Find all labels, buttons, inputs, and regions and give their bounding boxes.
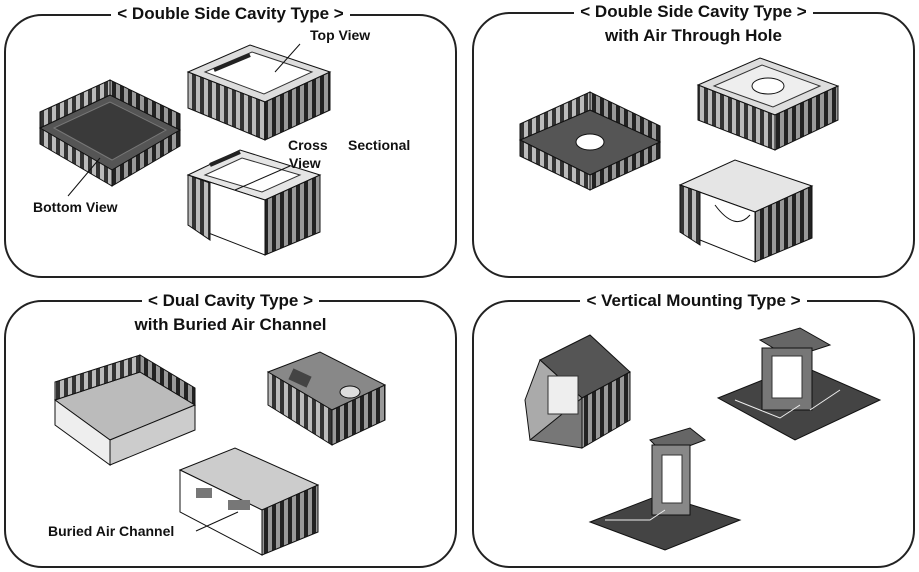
top-view-package [186, 43, 332, 141]
panel-title: < Double Side Cavity Type > [474, 2, 913, 22]
vertical-mount-left [524, 334, 631, 449]
label-bottom-view: Bottom View [33, 199, 118, 215]
cross-section-package [186, 149, 322, 256]
dual-cavity-top-package [266, 351, 387, 446]
label-top-view: Top View [310, 27, 371, 43]
panel-title: < Dual Cavity Type > [6, 291, 455, 311]
dual-cavity-cross-section [178, 447, 320, 556]
bottom-view-package [38, 79, 182, 197]
label-view: View [289, 155, 321, 171]
label-cross: Cross [288, 137, 328, 153]
panel-title: < Vertical Mounting Type > [474, 291, 913, 311]
panel-double-side-cavity-air-hole: < Double Side Cavity Type > with Air Thr… [472, 2, 915, 278]
air-hole-top-package [696, 57, 840, 151]
air-hole-cross-section [678, 159, 814, 263]
label-buried-air-channel: Buried Air Channel [48, 523, 175, 539]
panel-subtitle: with Buried Air Channel [6, 315, 455, 335]
air-hole-bottom-package [518, 91, 662, 191]
panel-subtitle: with Air Through Hole [474, 26, 913, 46]
label-sectional: Sectional [348, 137, 411, 153]
vertical-mount-center [588, 427, 742, 551]
panel-title: < Double Side Cavity Type > [6, 4, 455, 24]
dual-cavity-bottom-package [53, 354, 197, 466]
vertical-mount-right [716, 327, 882, 441]
